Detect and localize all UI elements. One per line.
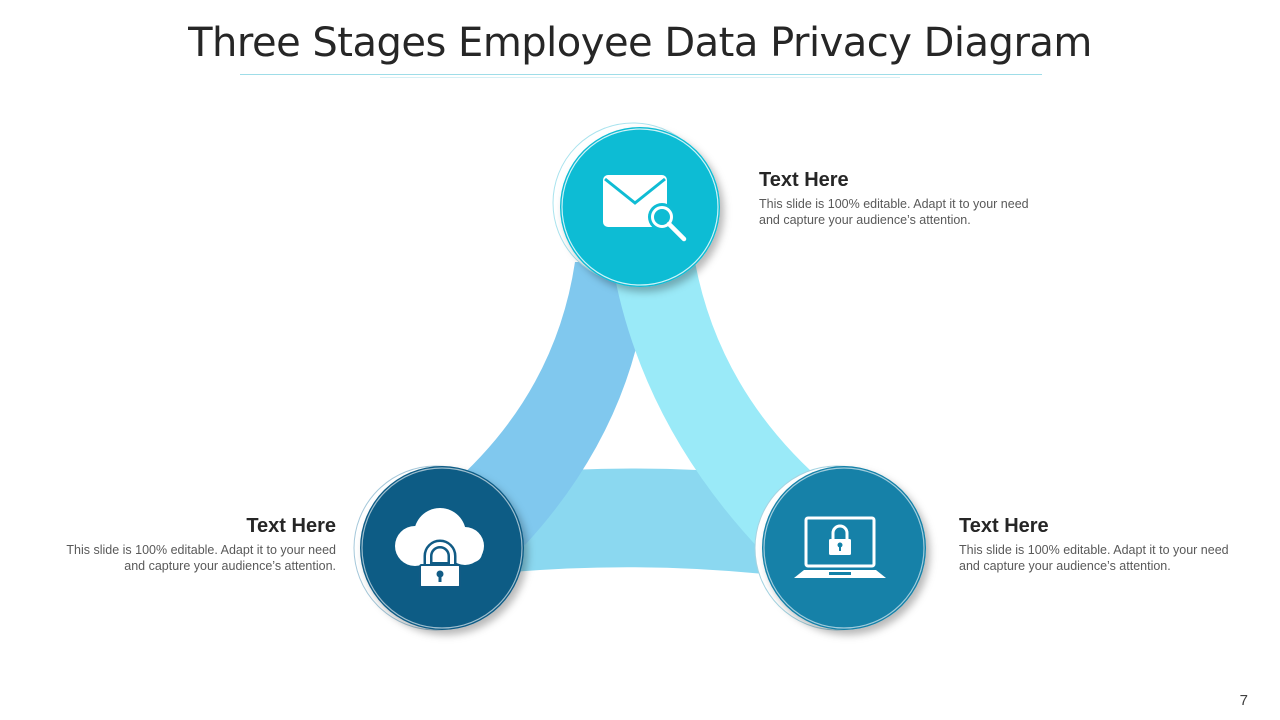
cloud-lock-icon <box>395 508 484 588</box>
mail-search-icon <box>603 175 687 242</box>
title-underline <box>240 74 1042 75</box>
stage-right-heading: Text Here <box>959 515 1049 537</box>
stage-top-description: This slide is 100% editable. Adapt it to… <box>759 197 1029 227</box>
stage-top-text: Text Here This slide is 100% editable. A… <box>759 169 1029 228</box>
stage-left-description: This slide is 100% editable. Adapt it to… <box>66 543 336 573</box>
title-underline-secondary <box>380 77 900 78</box>
stage-right-text: Text Here This slide is 100% editable. A… <box>959 515 1229 574</box>
stage-top <box>552 122 720 287</box>
stage-left <box>353 465 524 631</box>
band-right <box>612 262 830 555</box>
stage-right <box>754 465 926 631</box>
stage-right-description: This slide is 100% editable. Adapt it to… <box>959 543 1229 573</box>
laptop-lock-icon <box>794 516 886 578</box>
band-left <box>448 262 650 545</box>
slide-title: Three Stages Employee Data Privacy Diagr… <box>188 20 1092 66</box>
stage-top-heading: Text Here <box>759 169 849 191</box>
stage-left-heading: Text Here <box>246 515 336 537</box>
page-number: 7 <box>1239 692 1248 709</box>
stage-left-text: Text Here This slide is 100% editable. A… <box>66 515 336 574</box>
